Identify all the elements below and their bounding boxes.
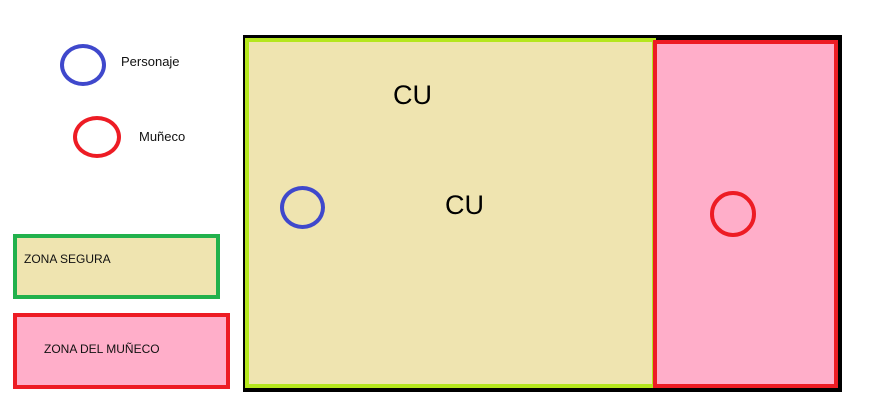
map-character-marker [280,186,325,229]
legend-doll-label: Muñeco [139,129,186,144]
map-label-cu-middle: CU [445,190,484,220]
legend-safe-zone-label: ZONA SEGURA [24,252,111,266]
legend-safe-zone-swatch [13,234,220,299]
map-label-cu-top: CU [393,80,432,110]
legend-doll-zone-swatch [13,313,230,389]
map-doll-marker [710,191,756,237]
legend-character-circle [60,44,106,86]
legend-character-label: Personaje [121,54,180,69]
legend-doll-zone-label: ZONA DEL MUÑECO [44,342,160,356]
legend-doll-circle [73,116,121,158]
